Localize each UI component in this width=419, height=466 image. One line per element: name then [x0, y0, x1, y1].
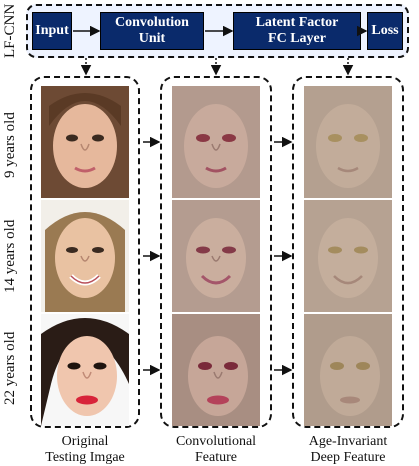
conv-feature-22yo-image [172, 314, 260, 426]
conv-feature-9yo-image [172, 86, 260, 198]
deep-feature-22yo [304, 314, 392, 426]
deep-feature-14yo [304, 200, 392, 312]
caption-original-line1: Original [61, 434, 109, 449]
caption-deep-feature: Age-Invariant Deep Feature [283, 434, 413, 466]
caption-convolutional-line2: Feature [195, 450, 237, 465]
latent-factor-fc-block: Latent Factor FC Layer [233, 12, 361, 50]
conv-feature-14yo-image [172, 200, 260, 312]
original-face-14yo [41, 200, 129, 312]
input-block: Input [32, 12, 72, 50]
deep-feature-14yo-image [304, 200, 392, 312]
caption-original-line2: Testing Imgae [45, 450, 125, 465]
input-block-label: Input [35, 23, 69, 38]
original-face-9yo [41, 86, 129, 198]
caption-deep-feature-line2: Deep Feature [310, 450, 386, 465]
original-face-22yo-image [41, 314, 129, 426]
convolution-unit-label-line1: Convolution [115, 15, 189, 30]
lf-cnn-label: LF-CNN [2, 3, 18, 59]
original-face-9yo-image [41, 86, 129, 198]
age-label-row-2: 14 years old [2, 219, 18, 293]
caption-convolutional: Convolutional Feature [151, 434, 281, 466]
caption-deep-feature-line1: Age-Invariant [308, 434, 388, 449]
original-face-14yo-image [41, 200, 129, 312]
latent-factor-label-line2: FC Layer [268, 31, 326, 46]
latent-factor-label-line1: Latent Factor [255, 15, 339, 30]
age-label-row-1: 9 years old [2, 112, 18, 178]
age-label-row-3: 22 years old [2, 331, 18, 405]
deep-feature-22yo-image [304, 314, 392, 426]
caption-convolutional-line1: Convolutional [175, 434, 257, 449]
conv-feature-22yo [172, 314, 260, 426]
convolution-unit-label-line2: Unit [138, 31, 166, 46]
deep-feature-9yo-image [304, 86, 392, 198]
convolution-unit-block: Convolution Unit [100, 12, 204, 50]
caption-original: Original Testing Imgae [20, 434, 150, 466]
deep-feature-9yo [304, 86, 392, 198]
loss-block-label: Loss [371, 23, 399, 38]
conv-feature-9yo [172, 86, 260, 198]
loss-block: Loss [367, 12, 403, 50]
conv-feature-14yo [172, 200, 260, 312]
original-face-22yo [41, 314, 129, 426]
